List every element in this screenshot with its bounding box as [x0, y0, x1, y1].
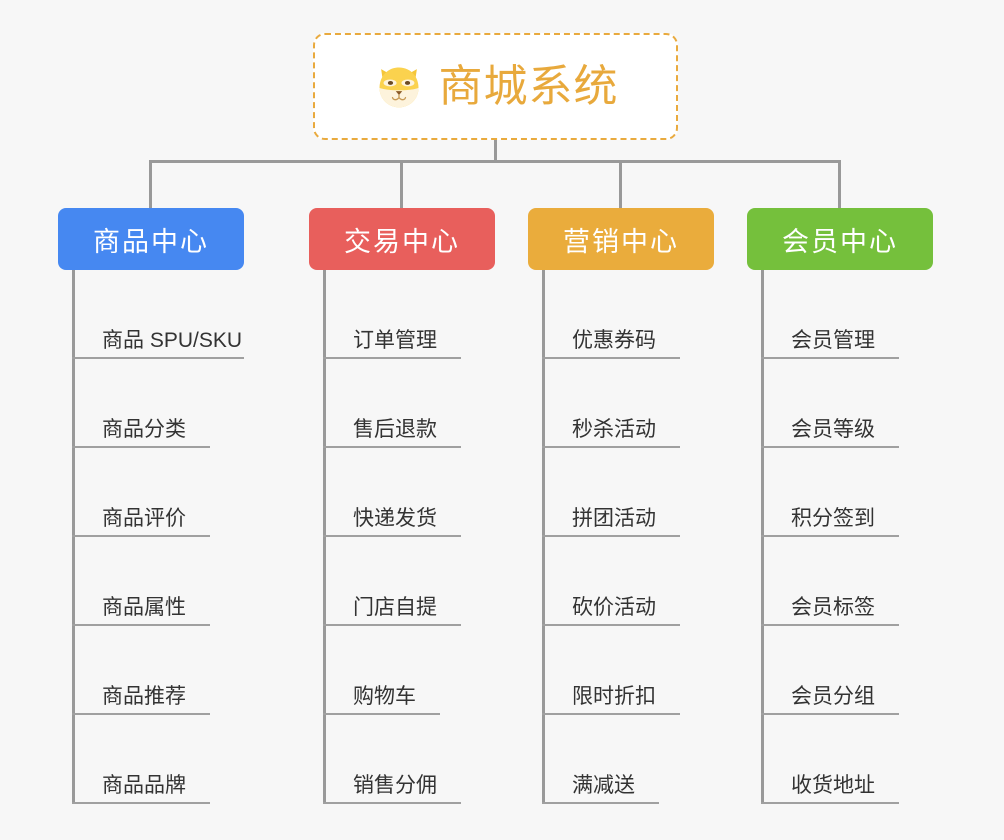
leaf-item-label: 销售分佣 [353, 773, 437, 797]
leaf-item-underline [542, 446, 680, 448]
leaf-item-underline [72, 624, 210, 626]
leaf-item-label: 商品推荐 [102, 684, 186, 708]
branch-header-product-center[interactable]: 商品中心 [58, 208, 244, 270]
connector-spine-marketing-center [542, 270, 545, 804]
leaf-item[interactable]: 满减送 [528, 715, 714, 804]
leaf-item-underline [542, 713, 680, 715]
leaf-item-label: 满减送 [572, 773, 635, 797]
leaf-item[interactable]: 秒杀活动 [528, 359, 714, 448]
leaf-item-label: 购物车 [353, 684, 416, 708]
leaf-item[interactable]: 优惠券码 [528, 270, 714, 359]
connector-spine-member-center [761, 270, 764, 804]
root-node[interactable]: 商城系统 [313, 33, 678, 140]
leaf-item-label: 商品 SPU/SKU [102, 328, 243, 352]
leaf-item-underline [542, 624, 680, 626]
connector-branch-stem-3 [619, 160, 622, 208]
leaf-item-underline [542, 802, 659, 804]
connector-spine-trade-center [323, 270, 326, 804]
leaf-item-label: 限时折扣 [572, 684, 656, 708]
branch-column-product-center: 商品中心商品 SPU/SKU 商品分类商品评价商品属性商品推荐商品品牌 [58, 208, 244, 804]
leaf-item-label: 会员标签 [791, 595, 875, 619]
leaf-item[interactable]: 会员管理 [747, 270, 933, 359]
connector-branch-stem-2 [400, 160, 403, 208]
shiba-dog-face-icon [373, 61, 425, 113]
connector-horizontal-bus [149, 160, 841, 163]
leaf-list-marketing-center: 优惠券码秒杀活动拼团活动砍价活动限时折扣满减送 [528, 270, 714, 804]
branch-column-trade-center: 交易中心订单管理售后退款快递发货门店自提购物车销售分佣 [309, 208, 495, 804]
connector-root-stem [494, 140, 497, 162]
leaf-item-underline [72, 535, 210, 537]
leaf-item[interactable]: 拼团活动 [528, 448, 714, 537]
leaf-list-member-center: 会员管理会员等级积分签到会员标签会员分组收货地址 [747, 270, 933, 804]
leaf-item[interactable]: 订单管理 [309, 270, 495, 359]
leaf-item-label: 收货地址 [791, 773, 875, 797]
leaf-item-underline [761, 624, 899, 626]
leaf-item[interactable]: 售后退款 [309, 359, 495, 448]
branch-header-member-center[interactable]: 会员中心 [747, 208, 933, 270]
leaf-item-label: 门店自提 [353, 595, 437, 619]
leaf-item-underline [323, 535, 461, 537]
leaf-item-underline [72, 713, 210, 715]
leaf-item[interactable]: 会员分组 [747, 626, 933, 715]
leaf-item-label: 快递发货 [353, 506, 437, 530]
leaf-item-label: 优惠券码 [572, 328, 656, 352]
branch-column-member-center: 会员中心会员管理会员等级积分签到会员标签会员分组收货地址 [747, 208, 933, 804]
leaf-item-underline [323, 357, 461, 359]
leaf-item-underline [761, 446, 899, 448]
leaf-item-label: 商品属性 [102, 595, 186, 619]
leaf-item-label: 商品品牌 [102, 773, 186, 797]
leaf-item-label: 会员分组 [791, 684, 875, 708]
leaf-item-underline [323, 802, 461, 804]
leaf-item[interactable]: 快递发货 [309, 448, 495, 537]
leaf-item[interactable]: 商品推荐 [58, 626, 244, 715]
leaf-item[interactable]: 商品分类 [58, 359, 244, 448]
leaf-item[interactable]: 商品属性 [58, 537, 244, 626]
leaf-item-underline [542, 535, 680, 537]
leaf-item[interactable]: 商品 SPU/SKU [58, 270, 244, 359]
leaf-item[interactable]: 会员标签 [747, 537, 933, 626]
branch-header-trade-center[interactable]: 交易中心 [309, 208, 495, 270]
leaf-item-label: 商品分类 [102, 417, 186, 441]
leaf-list-product-center: 商品 SPU/SKU 商品分类商品评价商品属性商品推荐商品品牌 [58, 270, 244, 804]
leaf-item[interactable]: 商品品牌 [58, 715, 244, 804]
leaf-item-underline [761, 535, 899, 537]
leaf-item-underline [323, 713, 440, 715]
leaf-item-label: 会员管理 [791, 328, 875, 352]
leaf-item[interactable]: 销售分佣 [309, 715, 495, 804]
leaf-item-underline [761, 713, 899, 715]
branch-column-marketing-center: 营销中心优惠券码秒杀活动拼团活动砍价活动限时折扣满减送 [528, 208, 714, 804]
leaf-item-underline [72, 802, 210, 804]
leaf-item-label: 商品评价 [102, 506, 186, 530]
leaf-list-trade-center: 订单管理售后退款快递发货门店自提购物车销售分佣 [309, 270, 495, 804]
leaf-item[interactable]: 积分签到 [747, 448, 933, 537]
leaf-item[interactable]: 限时折扣 [528, 626, 714, 715]
root-title: 商城系统 [438, 61, 619, 111]
leaf-item-underline [72, 357, 244, 359]
leaf-item-underline [323, 624, 461, 626]
leaf-item[interactable]: 收货地址 [747, 715, 933, 804]
leaf-item-label: 订单管理 [353, 328, 437, 352]
connector-branch-stem-1 [149, 160, 152, 208]
leaf-item-label: 秒杀活动 [572, 417, 656, 441]
leaf-item-underline [542, 357, 680, 359]
leaf-item[interactable]: 会员等级 [747, 359, 933, 448]
leaf-item-label: 砍价活动 [572, 595, 656, 619]
connector-spine-product-center [72, 270, 75, 804]
leaf-item-label: 售后退款 [353, 417, 437, 441]
connector-branch-stem-4 [838, 160, 841, 208]
leaf-item-underline [761, 802, 899, 804]
leaf-item-label: 会员等级 [791, 417, 875, 441]
leaf-item-underline [323, 446, 461, 448]
leaf-item-label: 积分签到 [791, 506, 875, 530]
leaf-item[interactable]: 商品评价 [58, 448, 244, 537]
leaf-item-label: 拼团活动 [572, 506, 656, 530]
leaf-item[interactable]: 门店自提 [309, 537, 495, 626]
leaf-item[interactable]: 砍价活动 [528, 537, 714, 626]
branch-header-marketing-center[interactable]: 营销中心 [528, 208, 714, 270]
leaf-item[interactable]: 购物车 [309, 626, 495, 715]
leaf-item-underline [761, 357, 899, 359]
leaf-item-underline [72, 446, 210, 448]
